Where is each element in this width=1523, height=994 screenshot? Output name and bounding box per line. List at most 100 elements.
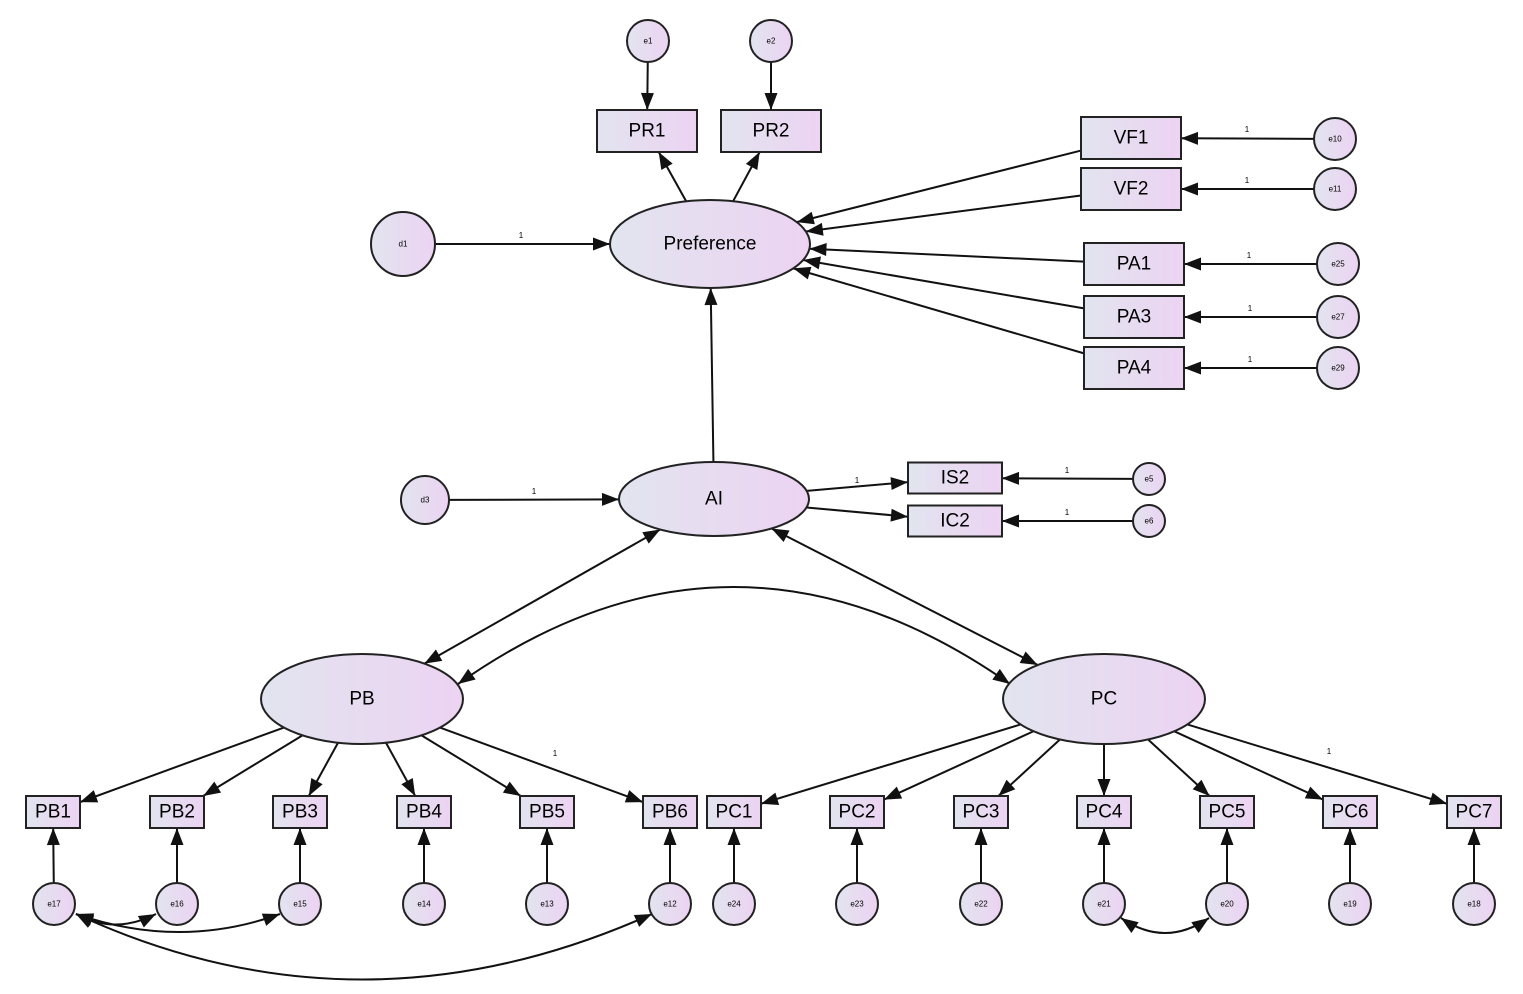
error-e23[interactable]: e23 [835,882,879,926]
error-e6[interactable]: e6 [1132,504,1166,538]
error-circle[interactable] [1316,346,1360,390]
error-circle[interactable] [712,882,756,926]
error-circle[interactable] [1316,242,1360,286]
observed-pc5[interactable]: PC5 [1199,795,1255,829]
latent-preference[interactable]: Preference [609,199,811,289]
observed-vf2[interactable]: VF2 [1080,167,1182,211]
error-e18[interactable]: e18 [1452,882,1496,926]
observed-vf1[interactable]: VF1 [1080,116,1182,160]
observed-pr2[interactable]: PR2 [720,109,822,153]
latent-pc[interactable]: PC [1002,653,1206,745]
error-circle[interactable] [155,882,199,926]
observed-box[interactable] [829,795,885,829]
error-circle[interactable] [1328,882,1372,926]
observed-pa1[interactable]: PA1 [1083,242,1185,286]
error-e2[interactable]: e2 [749,19,793,63]
observed-pr1[interactable]: PR1 [596,109,698,153]
error-e10[interactable]: e10 [1313,117,1357,161]
error-e17[interactable]: e17 [32,882,76,926]
latent-ellipse[interactable] [260,653,464,745]
error-circle[interactable] [1452,882,1496,926]
error-e20[interactable]: e20 [1205,882,1249,926]
error-e15[interactable]: e15 [278,882,322,926]
observed-box[interactable] [25,795,81,829]
error-circle[interactable] [1205,882,1249,926]
latent-ellipse[interactable] [618,461,810,537]
observed-box[interactable] [720,109,822,153]
observed-box[interactable] [1083,346,1185,390]
observed-pb5[interactable]: PB5 [519,795,575,829]
error-e16[interactable]: e16 [155,882,199,926]
observed-box[interactable] [396,795,452,829]
error-circle[interactable] [648,882,692,926]
error-circle[interactable] [626,19,670,63]
error-e12[interactable]: e12 [648,882,692,926]
error-e25[interactable]: e25 [1316,242,1360,286]
observed-box[interactable] [1446,795,1502,829]
error-e1[interactable]: e1 [626,19,670,63]
error-e14[interactable]: e14 [402,882,446,926]
observed-box[interactable] [1083,242,1185,286]
error-circle[interactable] [32,882,76,926]
observed-pc7[interactable]: PC7 [1446,795,1502,829]
error-circle[interactable] [400,475,450,525]
error-e27[interactable]: e27 [1316,295,1360,339]
observed-box[interactable] [1199,795,1255,829]
observed-box[interactable] [519,795,575,829]
latent-pb[interactable]: PB [260,653,464,745]
error-circle[interactable] [959,882,1003,926]
observed-box[interactable] [149,795,205,829]
error-e22[interactable]: e22 [959,882,1003,926]
error-circle[interactable] [835,882,879,926]
latent-ai[interactable]: AI [618,461,810,537]
error-circle[interactable] [1313,167,1357,211]
error-e13[interactable]: e13 [525,882,569,926]
observed-pc1[interactable]: PC1 [706,795,762,829]
observed-box[interactable] [642,795,698,829]
error-circle[interactable] [1313,117,1357,161]
error-circle[interactable] [1082,882,1126,926]
error-e24[interactable]: e24 [712,882,756,926]
observed-box[interactable] [272,795,328,829]
observed-pb2[interactable]: PB2 [149,795,205,829]
error-circle[interactable] [1132,504,1166,538]
observed-pc2[interactable]: PC2 [829,795,885,829]
observed-box[interactable] [1076,795,1132,829]
observed-box[interactable] [1083,295,1185,339]
observed-pb1[interactable]: PB1 [25,795,81,829]
observed-is2[interactable]: IS2 [907,461,1003,495]
observed-box[interactable] [907,504,1003,538]
error-circle[interactable] [749,19,793,63]
error-circle[interactable] [1316,295,1360,339]
observed-pb6[interactable]: PB6 [642,795,698,829]
observed-box[interactable] [1322,795,1378,829]
error-e11[interactable]: e11 [1313,167,1357,211]
observed-box[interactable] [907,461,1003,495]
observed-pb4[interactable]: PB4 [396,795,452,829]
error-e21[interactable]: e21 [1082,882,1126,926]
observed-pb3[interactable]: PB3 [272,795,328,829]
latent-ellipse[interactable] [609,199,811,289]
observed-pa4[interactable]: PA4 [1083,346,1185,390]
observed-box[interactable] [596,109,698,153]
error-circle[interactable] [1132,462,1166,496]
latent-ellipse[interactable] [1002,653,1206,745]
error-circle[interactable] [278,882,322,926]
observed-box[interactable] [1080,116,1182,160]
observed-pa3[interactable]: PA3 [1083,295,1185,339]
observed-pc4[interactable]: PC4 [1076,795,1132,829]
error-circle[interactable] [402,882,446,926]
error-e29[interactable]: e29 [1316,346,1360,390]
observed-box[interactable] [1080,167,1182,211]
observed-pc3[interactable]: PC3 [953,795,1009,829]
error-d1[interactable]: d1 [370,211,436,277]
error-e19[interactable]: e19 [1328,882,1372,926]
observed-box[interactable] [706,795,762,829]
error-circle[interactable] [525,882,569,926]
observed-box[interactable] [953,795,1009,829]
error-e5[interactable]: e5 [1132,462,1166,496]
observed-pc6[interactable]: PC6 [1322,795,1378,829]
error-d3[interactable]: d3 [400,475,450,525]
error-circle[interactable] [370,211,436,277]
observed-ic2[interactable]: IC2 [907,504,1003,538]
